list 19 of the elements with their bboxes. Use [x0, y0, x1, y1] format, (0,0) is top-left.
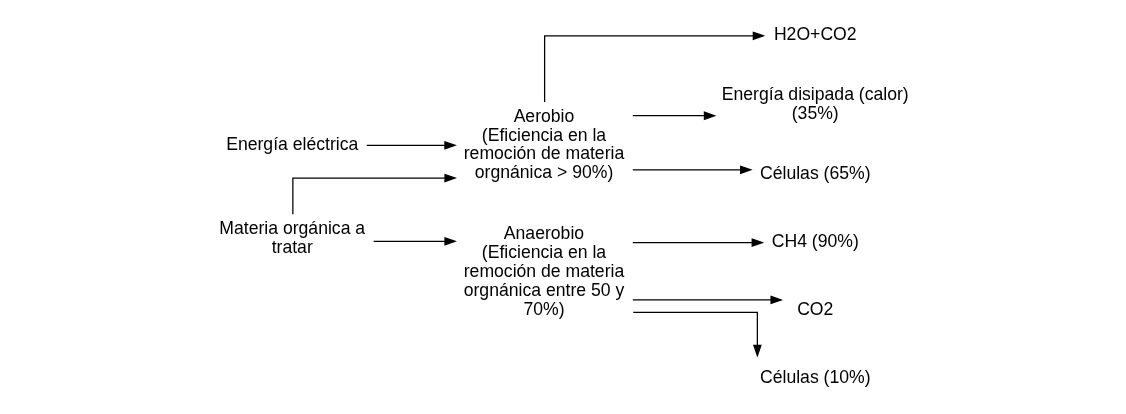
arrow — [543, 31, 765, 103]
node-text: CH4 (90%) — [771, 230, 859, 251]
arrow — [631, 295, 783, 305]
node-text: Aerobio (Eficiencia en la remoción de materia orgnánica > 90%) — [463, 105, 624, 183]
arrow — [372, 236, 457, 246]
node-text: Energía eléctrica — [225, 133, 358, 154]
node-text: Células (65%) — [759, 162, 871, 183]
node-text: CO2 — [796, 298, 833, 319]
arrow — [631, 165, 753, 175]
node-text: H2O+CO2 — [773, 24, 857, 45]
node-text: Anaerobio (Eficiencia en la remoción de materia orgnánica entre 50 y 70%) — [463, 223, 624, 319]
node-text: Células (10%) — [759, 366, 871, 387]
arrow — [365, 140, 457, 150]
arrow — [632, 311, 762, 358]
node-text: Energía disipada (calor) (35%) — [721, 84, 909, 124]
arrow — [291, 173, 457, 215]
arrow — [631, 111, 716, 121]
node-text: Materia orgánica a tratar — [218, 217, 365, 257]
arrow — [631, 238, 764, 247]
